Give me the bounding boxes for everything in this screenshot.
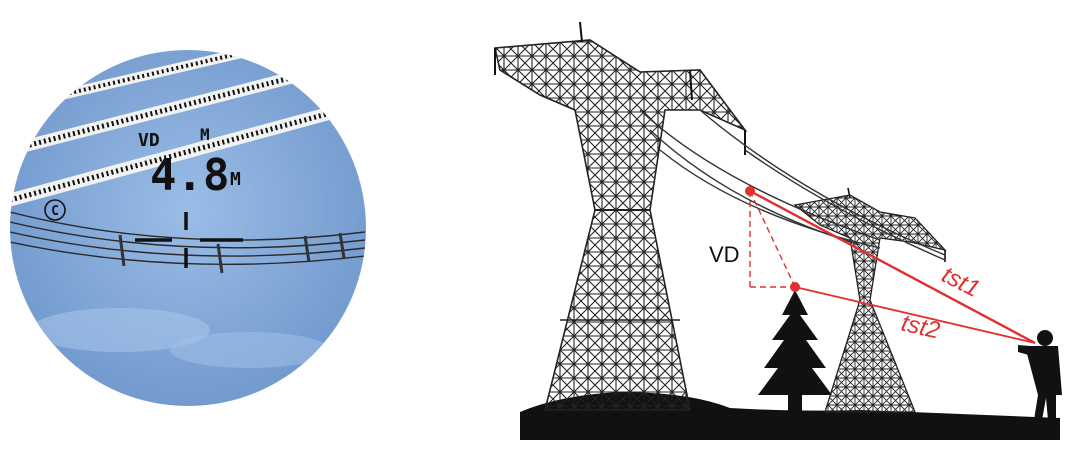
power-lines — [639, 109, 946, 261]
measurement-lines — [749, 189, 1036, 345]
continuous-mode-icon: C — [44, 199, 66, 221]
tower-large — [494, 21, 748, 411]
distance-unit: M — [230, 169, 241, 190]
mode-label: VD — [138, 130, 160, 151]
tst1-line — [749, 189, 1036, 345]
conductor-lines — [10, 211, 366, 266]
tst2-label: tst2 — [899, 310, 943, 345]
crosshair-reticle — [135, 212, 243, 268]
person-silhouette — [1018, 330, 1062, 420]
sight-dashed-line — [749, 190, 796, 288]
unit-indicator-top: M — [200, 125, 210, 144]
wire-target-point — [745, 186, 755, 196]
measurement-diagram: VD tst1 tst2 — [494, 21, 1062, 440]
viewfinder: VD M 4.8 M C — [10, 50, 366, 406]
tst1-label: tst1 — [937, 261, 984, 303]
tree-silhouette — [758, 290, 832, 420]
vd-label: VD — [709, 242, 740, 267]
tst2-line — [794, 286, 1036, 344]
distance-reading: 4.8 — [150, 150, 229, 201]
spacer-dampers — [118, 232, 346, 274]
tree-target-point — [790, 282, 800, 292]
svg-text:C: C — [51, 204, 59, 219]
